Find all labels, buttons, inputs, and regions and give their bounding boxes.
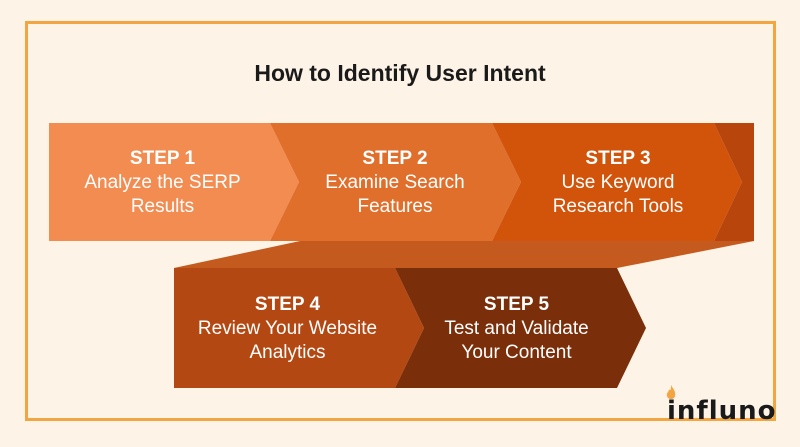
step-3-shape [492, 123, 742, 241]
step-1-text: Analyze the SERP Results [84, 172, 241, 217]
step-1: STEP 1 Analyze the SERP Results [60, 147, 265, 219]
fold-right-side [714, 123, 754, 241]
step-4-shape [174, 268, 424, 388]
brand-logo: influno [667, 396, 777, 426]
step-2-number: STEP 2 [362, 148, 428, 169]
flame-icon [666, 385, 676, 399]
step-3-number: STEP 3 [585, 148, 651, 169]
border-frame [25, 21, 776, 421]
diagram-title: How to Identify User Intent [254, 60, 546, 86]
step-4-text: Review Your Website Analytics [197, 318, 378, 363]
step-3-text: Use Keyword Research Tools [552, 172, 684, 217]
step-1-shape [49, 123, 299, 241]
step-4-number: STEP 4 [254, 294, 321, 315]
step-5-number: STEP 5 [483, 294, 550, 315]
step-4: STEP 4 Review Your Website Analytics [180, 293, 395, 365]
fold-connector-band [174, 241, 754, 268]
step-2: STEP 2 Examine Search Features [300, 147, 490, 219]
step-1-number: STEP 1 [129, 148, 196, 169]
step-5-shape [395, 268, 646, 388]
step-2-shape [270, 123, 521, 241]
step-2-text: Examine Search Features [325, 172, 465, 217]
step-5-text: Test and Validate Your Content [444, 318, 589, 363]
step-3: STEP 3 Use Keyword Research Tools [522, 147, 714, 219]
step-5: STEP 5 Test and Validate Your Content [424, 293, 609, 365]
